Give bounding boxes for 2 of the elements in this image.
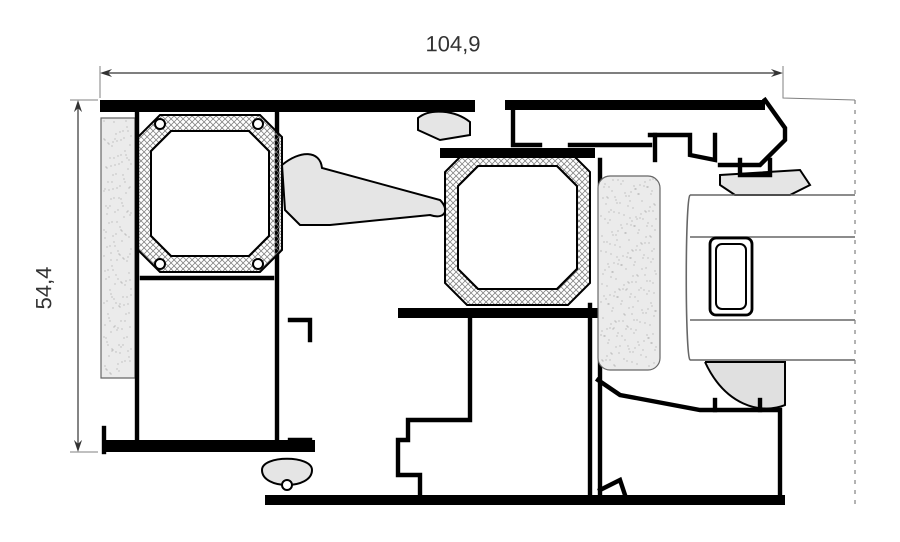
dimension-label: 104,9: [427, 36, 480, 54]
dimension-label: 54,4: [36, 267, 54, 309]
